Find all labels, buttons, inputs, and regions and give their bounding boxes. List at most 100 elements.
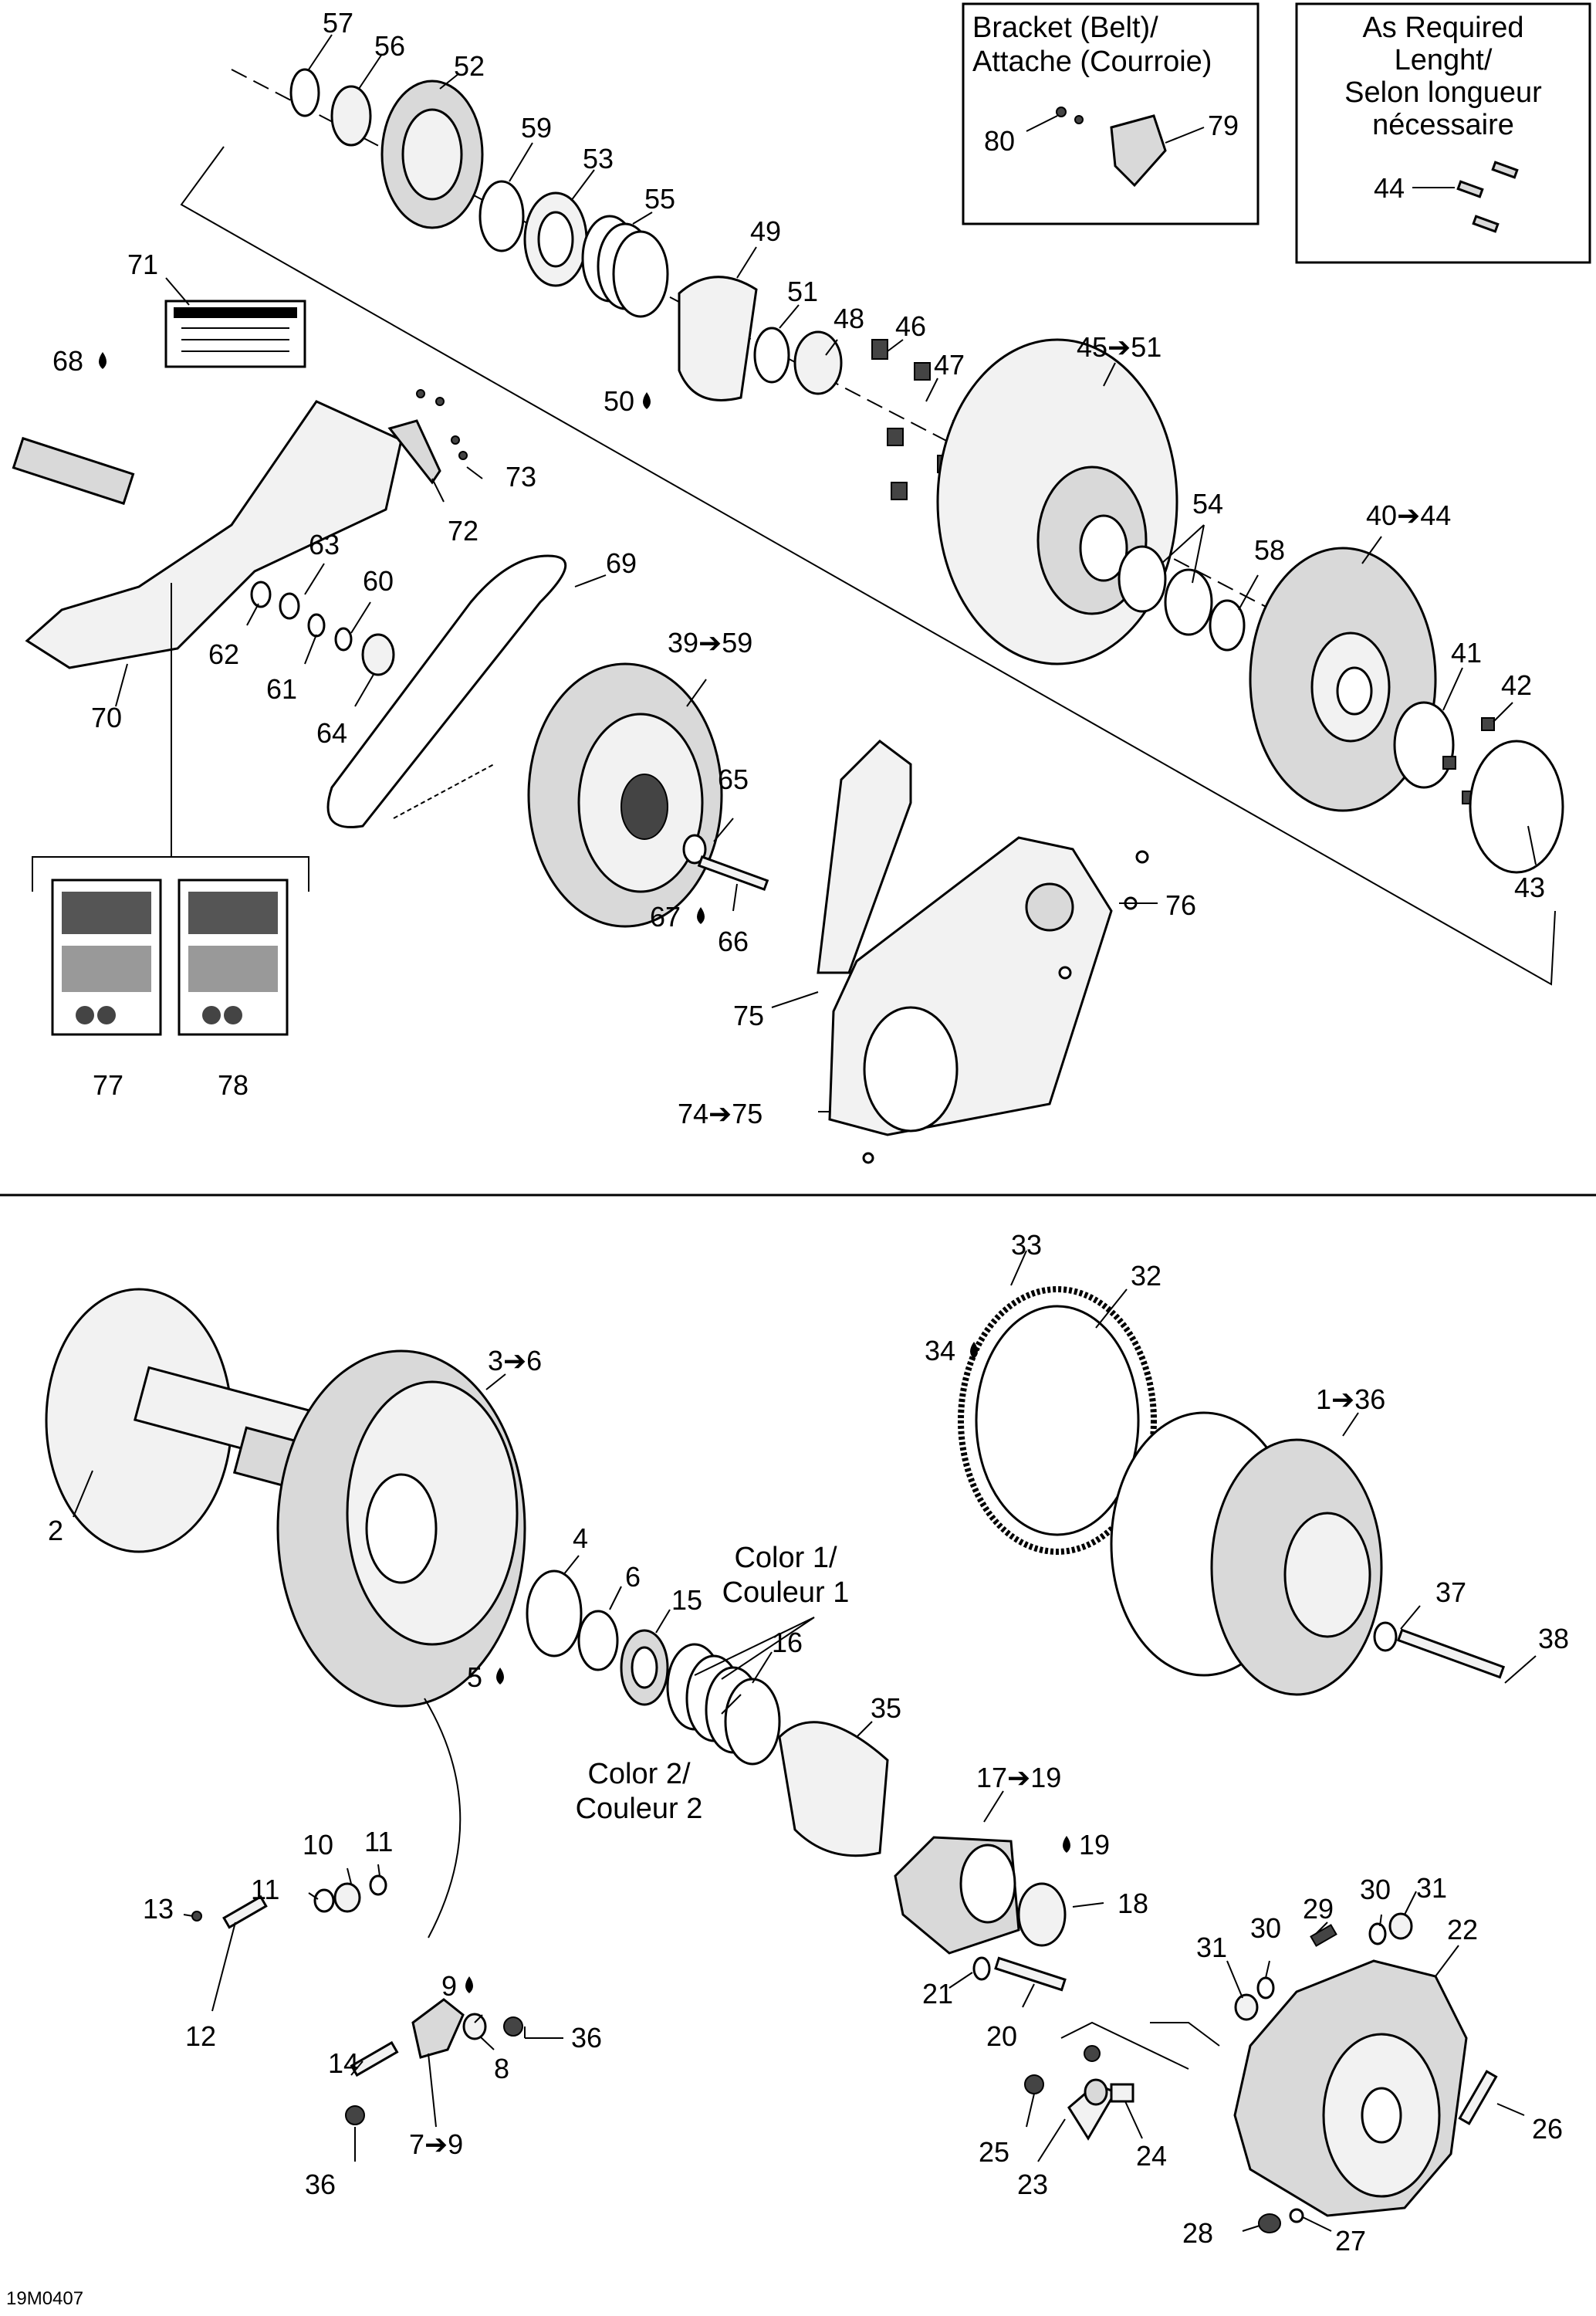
bolt-38 bbox=[1396, 1628, 1506, 1679]
bushing-18 bbox=[1017, 1882, 1067, 1947]
washer-30b bbox=[1256, 1976, 1275, 1999]
required-box-line2: Lenght/ bbox=[1395, 44, 1493, 76]
callout-79: 79 bbox=[1208, 110, 1239, 141]
drive-belt-69 bbox=[326, 554, 567, 828]
spring-16 bbox=[666, 1643, 781, 1766]
callout-68: 68 bbox=[52, 345, 83, 377]
color2-line1: Color 2/ bbox=[587, 1758, 690, 1790]
callout-43: 43 bbox=[1514, 872, 1545, 903]
callout-4: 4 bbox=[573, 1522, 588, 1554]
sleeve-35 bbox=[778, 1721, 889, 1857]
leader-80 bbox=[1026, 115, 1058, 132]
rivet-13 bbox=[191, 1911, 202, 1922]
callout-57: 57 bbox=[323, 7, 353, 39]
callout-35: 35 bbox=[871, 1692, 901, 1724]
callout-56: 56 bbox=[374, 30, 405, 62]
callout-20: 20 bbox=[986, 2020, 1017, 2052]
callout-80: 80 bbox=[984, 125, 1015, 157]
callout-9: 9 bbox=[441, 1970, 457, 2002]
bracket-belt-box: Bracket (Belt)/ Attache (Courroie) 80 79 bbox=[962, 2, 1260, 225]
callout-22: 22 bbox=[1447, 1914, 1478, 1945]
washer-54a bbox=[1118, 545, 1167, 613]
color1-line1: Color 1/ bbox=[734, 1542, 837, 1574]
color-annotations: Color 1/ Couleur 1 Color 2/ Couleur 2 bbox=[576, 1542, 850, 1825]
screw-36b bbox=[345, 2105, 365, 2125]
pin-12 bbox=[222, 1894, 268, 1929]
washer-21 bbox=[972, 1956, 991, 1981]
washer-11b bbox=[369, 1874, 387, 1896]
washer-11a bbox=[313, 1888, 335, 1913]
cover-43 bbox=[1469, 740, 1564, 874]
callout-50: 50 bbox=[604, 385, 634, 417]
callout-78: 78 bbox=[218, 1069, 249, 1101]
leader-79 bbox=[1165, 127, 1205, 144]
bolt-26 bbox=[1458, 2070, 1498, 2125]
callout-76: 76 bbox=[1165, 889, 1196, 921]
cap-31b bbox=[1234, 1993, 1259, 2021]
callout-70: 70 bbox=[91, 702, 122, 733]
callout-41: 41 bbox=[1451, 637, 1482, 669]
bushing-8 bbox=[462, 2013, 487, 2040]
callout-33: 33 bbox=[1011, 1229, 1042, 1261]
required-box-line1: As Required bbox=[1362, 12, 1523, 44]
callout-30a: 30 bbox=[1360, 1874, 1391, 1905]
ring-41 bbox=[1393, 701, 1455, 789]
callout-36b: 36 bbox=[305, 2169, 336, 2200]
callout-21: 21 bbox=[922, 1978, 953, 2010]
driven-pulley-assembly-39-59 bbox=[527, 662, 769, 928]
callout-58: 58 bbox=[1254, 534, 1285, 566]
callout-25: 25 bbox=[979, 2136, 1009, 2168]
callout-29: 29 bbox=[1303, 1893, 1334, 1925]
oil-drop-5 bbox=[496, 1668, 504, 1685]
callout-30b: 30 bbox=[1250, 1912, 1281, 1944]
top-leaders bbox=[115, 34, 1537, 1112]
callout-60: 60 bbox=[363, 565, 394, 597]
screws-73 bbox=[416, 389, 468, 460]
callout-59: 59 bbox=[521, 112, 552, 144]
washer-37 bbox=[1373, 1621, 1398, 1652]
drive-pulley-parts bbox=[45, 1286, 1506, 2233]
callout-36a: 36 bbox=[571, 2022, 602, 2054]
washer-59 bbox=[478, 180, 525, 252]
washer-65 bbox=[682, 834, 707, 865]
callout-66: 66 bbox=[718, 926, 749, 957]
callout-26: 26 bbox=[1532, 2113, 1563, 2145]
callout-75: 75 bbox=[733, 1000, 764, 1031]
callout-40-44: 40➔44 bbox=[1366, 499, 1451, 531]
color2-line2: Couleur 2 bbox=[576, 1793, 703, 1825]
top-callout-labels: 57 56 52 59 53 55 49 51 48 46 47 50 71 6… bbox=[52, 7, 1545, 1129]
bracket-washer bbox=[1074, 115, 1084, 124]
callout-44: 44 bbox=[1374, 172, 1405, 204]
cap-31a bbox=[1388, 1912, 1413, 1940]
callout-37: 37 bbox=[1435, 1576, 1466, 1608]
spring-55 bbox=[581, 215, 669, 318]
clip-6 bbox=[577, 1610, 619, 1671]
screw-25 bbox=[1024, 2074, 1044, 2094]
bushing-48 bbox=[793, 330, 843, 395]
callout-71: 71 bbox=[127, 249, 158, 280]
bushing-4 bbox=[526, 1569, 583, 1657]
washers-60-64 bbox=[250, 581, 395, 676]
bottom-callout-labels: 33 32 34 3➔6 1➔36 2 4 6 15 16 5 37 38 35… bbox=[48, 1229, 1569, 2257]
seal-75 bbox=[817, 740, 912, 974]
callout-51: 51 bbox=[787, 276, 818, 307]
callout-77: 77 bbox=[93, 1069, 123, 1101]
callout-34: 34 bbox=[925, 1335, 955, 1366]
roller-10 bbox=[333, 1882, 361, 1913]
ring-57 bbox=[289, 68, 320, 117]
callout-62: 62 bbox=[208, 638, 239, 670]
callout-64: 64 bbox=[316, 717, 347, 749]
callout-61: 61 bbox=[266, 673, 297, 705]
diagram-code: 19M0407 bbox=[6, 2288, 83, 2309]
bracket-box-line1: Bracket (Belt)/ bbox=[972, 12, 1158, 44]
callout-12: 12 bbox=[185, 2020, 216, 2052]
callout-8: 8 bbox=[494, 2053, 509, 2084]
washer-54b bbox=[1164, 568, 1213, 636]
callout-42: 42 bbox=[1501, 669, 1532, 701]
callout-65: 65 bbox=[718, 764, 749, 795]
callout-27: 27 bbox=[1335, 2225, 1366, 2257]
clip-72 bbox=[387, 419, 441, 485]
callout-74-75: 74➔75 bbox=[678, 1098, 762, 1129]
screw-36a bbox=[503, 2016, 523, 2037]
